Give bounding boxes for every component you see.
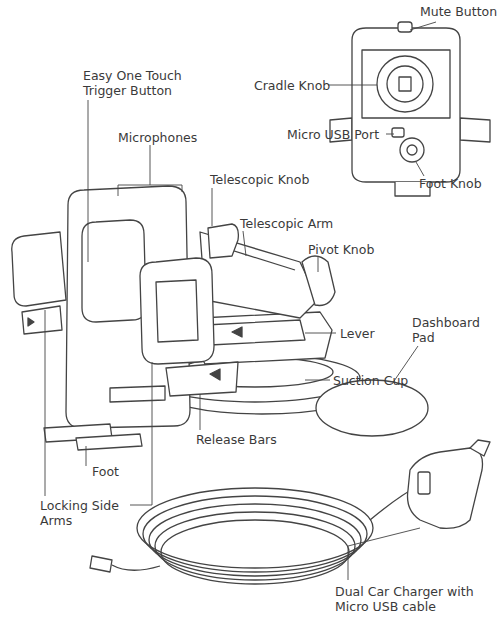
leader-lines	[305, 333, 336, 334]
back-view	[377, 56, 433, 112]
lever-base	[205, 320, 305, 345]
part-label: Lever	[340, 326, 400, 341]
part-label: Locking Side Arms	[40, 498, 130, 528]
leader-lines	[212, 188, 213, 226]
cable-coil	[137, 488, 373, 568]
leader-lines	[45, 22, 436, 580]
cradle	[82, 220, 146, 322]
lever-base	[195, 312, 332, 364]
lever-base	[195, 312, 332, 364]
cradle	[156, 280, 198, 342]
dashboard-pad	[316, 380, 428, 436]
cable-coil	[112, 565, 160, 570]
back-view	[362, 50, 450, 118]
part-label: Foot Knob	[419, 176, 499, 191]
part-label: Easy One Touch Trigger Button	[83, 68, 193, 98]
cable-coil	[155, 512, 355, 580]
part-label: Foot	[92, 464, 142, 479]
cradle	[210, 369, 220, 380]
cable-coil	[161, 520, 349, 584]
leader-lines	[45, 310, 46, 496]
telescopic-knob	[208, 224, 238, 258]
part-label: Dashboard Pad	[412, 315, 492, 345]
leader-lines	[118, 145, 182, 196]
leader-lines	[416, 162, 424, 176]
usb-port	[392, 128, 404, 137]
product-illustration	[12, 22, 490, 584]
car-charger	[408, 448, 483, 528]
release-bar	[166, 362, 238, 396]
leader-lines	[88, 100, 89, 262]
car-charger	[470, 440, 490, 456]
leader-lines	[328, 85, 377, 86]
leader-lines	[386, 134, 394, 135]
back-view	[352, 28, 460, 182]
back-view	[460, 118, 490, 142]
car-charger	[418, 472, 430, 494]
part-label: Telescopic Arm	[240, 216, 350, 231]
part-label: Pivot Knob	[308, 242, 398, 257]
part-label: Cradle Knob	[254, 78, 334, 93]
usb-plug	[90, 556, 112, 572]
back-view	[399, 77, 411, 91]
leader-lines	[348, 528, 420, 580]
part-label: Microphones	[118, 130, 218, 145]
leader-lines	[318, 256, 319, 272]
foot-knob	[400, 138, 424, 162]
cradle	[12, 186, 238, 450]
part-label: Dual Car Charger with Micro USB cable	[335, 584, 495, 614]
telescopic-arm	[200, 224, 335, 318]
leader-lines	[243, 231, 246, 256]
part-label: Suction Cup	[333, 373, 423, 388]
car-charger	[408, 440, 491, 528]
cable-coil	[149, 504, 361, 576]
back-view	[330, 22, 490, 196]
leader-lines	[86, 446, 87, 466]
cradle	[12, 232, 66, 306]
leader-lines	[130, 362, 152, 505]
part-label: Telescopic Knob	[210, 172, 330, 187]
leader-lines	[200, 394, 201, 430]
leader-lines	[305, 380, 330, 381]
lever-base	[232, 327, 242, 337]
leader-lines	[410, 22, 436, 30]
part-label: Release Bars	[196, 432, 296, 447]
cradle	[110, 386, 165, 402]
part-label: Mute Button	[420, 4, 500, 19]
pivot-knob	[302, 256, 335, 305]
cable-coil	[112, 485, 420, 584]
cradle	[140, 258, 214, 364]
part-label: Micro USB Port	[287, 127, 387, 142]
back-view	[387, 66, 423, 102]
cradle	[28, 318, 34, 326]
back-view	[407, 145, 417, 155]
mute-button	[398, 22, 412, 32]
cradle	[22, 306, 62, 334]
